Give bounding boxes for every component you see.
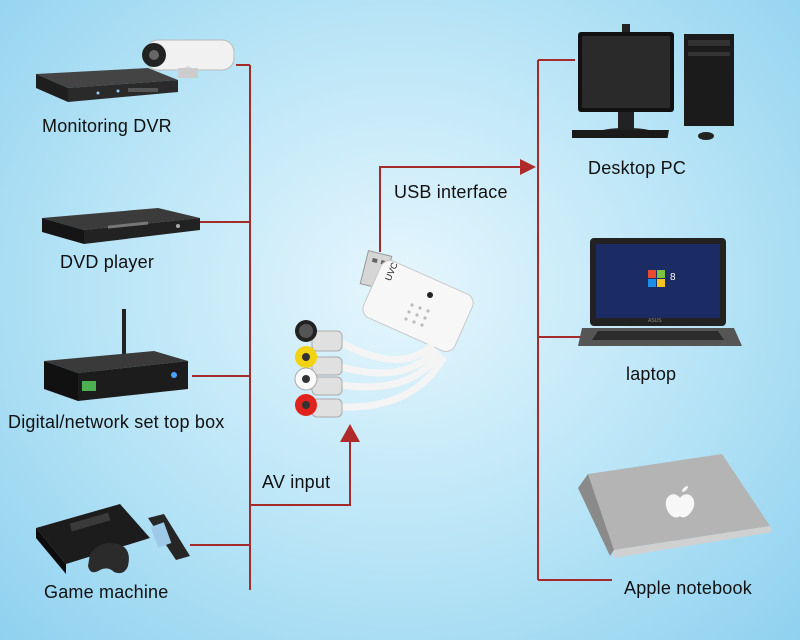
game-console-icon	[36, 504, 190, 574]
source-label-dvd: DVD player	[60, 252, 155, 272]
windows-8-logo-text: 8	[670, 272, 676, 283]
usb-arrow-icon	[520, 159, 536, 175]
apple-notebook-icon	[578, 454, 772, 558]
laptop-icon: 8 ASUS	[578, 238, 742, 346]
usb-capture-adapter-icon: UVC	[294, 249, 474, 418]
av-arrow-icon	[340, 424, 360, 442]
target-label-apple: Apple notebook	[624, 578, 752, 598]
source-label-dvr: Monitoring DVR	[42, 116, 172, 136]
usb-interface-label: USB interface	[394, 182, 508, 202]
source-label-game: Game machine	[44, 582, 169, 602]
desktop-pc-icon	[572, 24, 734, 140]
av-input-label: AV input	[262, 472, 331, 492]
laptop-brand-text: ASUS	[648, 318, 662, 324]
dvr-icon	[36, 39, 235, 102]
av-input-line	[250, 430, 351, 506]
usb-output-line	[379, 166, 520, 252]
target-label-desktop: Desktop PC	[588, 158, 687, 178]
target-label-laptop: laptop	[626, 364, 677, 384]
source-label-settop: Digital/network set top box	[8, 412, 225, 432]
set-top-box-icon	[44, 309, 188, 401]
dvd-player-icon	[42, 208, 200, 244]
